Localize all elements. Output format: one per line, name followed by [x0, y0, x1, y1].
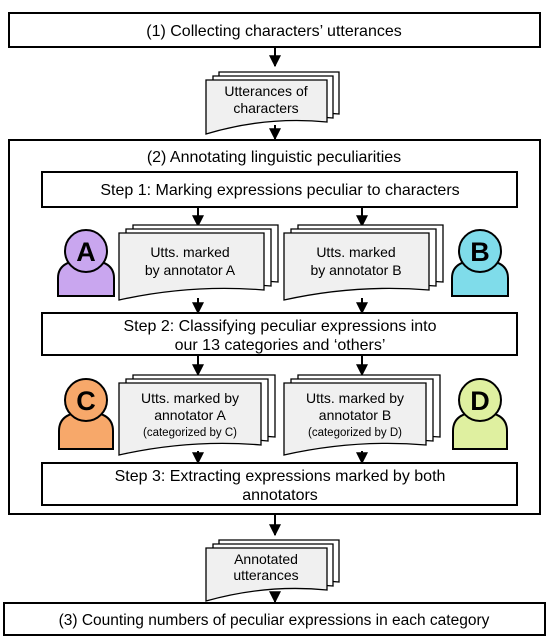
stage-2-label: (2) Annotating linguistic peculiarities	[147, 149, 401, 166]
step-3-label-line1: Step 3: Extracting expressions marked by…	[115, 468, 446, 485]
step-1-label: Step 1: Marking expressions peculiar to …	[100, 182, 459, 199]
stage-3-box: (3) Counting numbers of peculiar express…	[3, 602, 546, 636]
stage-1-label: (1) Collecting characters’ utterances	[146, 23, 402, 40]
doc-text: Annotated	[234, 551, 298, 567]
doc-text: Utts. marked	[150, 244, 229, 260]
doc-text: Utts. marked by	[306, 390, 404, 406]
step-2-label-line2: our 13 categories and ‘others’	[175, 337, 386, 354]
annotator-d-avatar: D	[452, 378, 508, 450]
doc-text: utterances	[233, 567, 298, 583]
doc-text: Utts. marked	[316, 244, 395, 260]
categorized-a-document: Utts. marked by annotator A (categorized…	[118, 374, 276, 456]
doc-text: characters	[233, 100, 298, 116]
doc-text: annotator A	[154, 407, 226, 423]
stage-3-label: (3) Counting numbers of peculiar express…	[59, 612, 490, 629]
annotator-c-avatar: C	[58, 378, 114, 450]
step-2-label-line1: Step 2: Classifying peculiar expressions…	[123, 318, 436, 335]
annotator-a-label: A	[76, 237, 96, 267]
marked-a-document: Utts. marked by annotator A	[118, 224, 279, 301]
stage-1-box: (1) Collecting characters’ utterances	[8, 12, 541, 48]
annotator-b-avatar: B	[451, 229, 509, 297]
doc-text: (categorized by D)	[308, 427, 402, 439]
annotator-d-label: D	[470, 386, 490, 416]
annotator-b-label: B	[470, 237, 490, 267]
doc-text: Utts. marked by	[141, 390, 239, 406]
marked-b-document: Utts. marked by annotator B	[283, 224, 444, 301]
annotator-a-avatar: A	[57, 229, 115, 297]
annotator-c-label: C	[76, 386, 96, 416]
doc-text: annotator B	[319, 407, 391, 423]
step-1-box: Step 1: Marking expressions peculiar to …	[41, 171, 518, 208]
step-2-box: Step 2: Classifying peculiar expressions…	[41, 312, 518, 356]
utterances-document: Utterances of characters	[205, 71, 340, 135]
doc-text: (categorized by C)	[143, 427, 237, 439]
doc-text: by annotator B	[310, 262, 401, 278]
categorized-b-document: Utts. marked by annotator B (categorized…	[283, 374, 441, 456]
step-3-box: Step 3: Extracting expressions marked by…	[41, 462, 518, 506]
doc-text: by annotator A	[145, 262, 236, 278]
annotated-utterances-document: Annotated utterances	[205, 539, 340, 602]
step-3-label-line2: annotators	[242, 487, 318, 504]
doc-text: Utterances of	[224, 83, 307, 99]
